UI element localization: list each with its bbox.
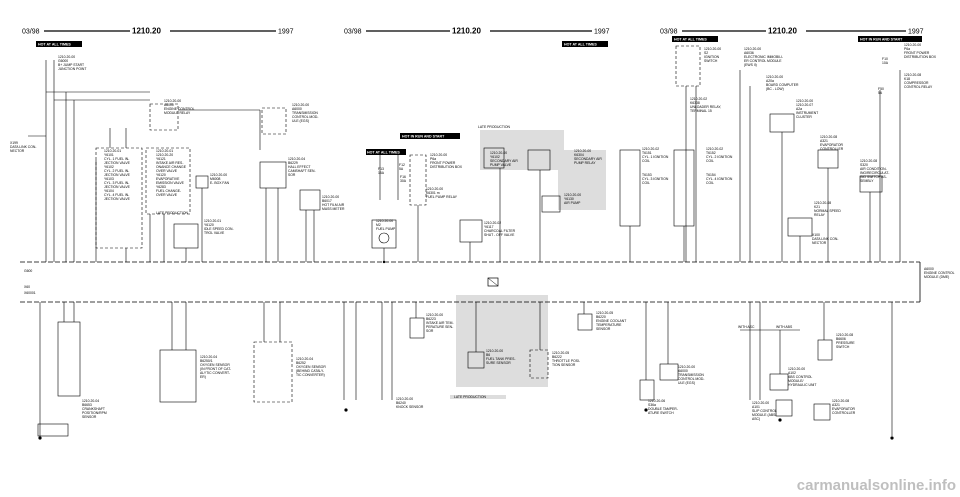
component-tamper-switch: 1210.20-06 S36a DOUBLE TAMPER- ATURE SWI… <box>648 399 679 415</box>
component-maf: 1210.20-00 B6017 HOT FILM AIR MASS METER <box>322 195 345 211</box>
fuse-f12: F12 5A <box>399 163 406 171</box>
component-tcm-top: 1210.20-00 A6000 TRANSMISSION CONTROL MO… <box>292 103 319 123</box>
component-ignition-coils-1-3: 1210.20-02 T6151 CYL. 1 IGNITION COIL T6… <box>642 147 669 185</box>
ground-symbols <box>38 260 894 440</box>
ground-icon <box>382 260 386 264</box>
production-note: LATE PRODUCTION <box>454 395 487 399</box>
component-power-box: 1210.20-00 P6a FRONT POWER DISTRIBUTION … <box>430 153 463 169</box>
component-fuel-pump: 1210.20-00 M2 FUEL PUMP <box>376 219 396 231</box>
component-ground-g100: G600 X60 X60001 <box>24 269 36 295</box>
component-knock-sensor: 1210.20-00 B6240 KNOCK SENSOR <box>396 397 424 409</box>
header-date: 03/98 <box>660 29 678 36</box>
component-idle-valve: 1210.20-01 Y6120 IDLE SPEED CON- TROL VA… <box>204 219 235 235</box>
component-resonance-valves: 1210.20-01 1210.20-20 Y6121 INTAKE AIR R… <box>156 149 187 197</box>
component-iat-sensor: 1210.20-00 B6223 INTAKE AIR TEM- PERATUR… <box>426 313 455 333</box>
component-secondary-air-valve: 1210.20-00 Y6102 SECONDARY AIR PUMP VALV… <box>490 151 519 167</box>
component-hall-sensor: 1210.20-04 B6229 HALL EFFECT CAMSHAFT SE… <box>288 157 317 177</box>
component-ignition-switch: 1210.20-00 S2 IGNITION SWITCH <box>704 47 722 63</box>
hot-label: HOT IN RUN AND START <box>860 37 903 41</box>
component-ac-switch: 1210.20-08 S320 AIR CONDITION- ING/RECIR… <box>860 159 890 183</box>
header-date: 03/98 <box>344 29 362 36</box>
component-ews: 1210.20-00 A6036 ELECTRONIC IMMOBILI- ER… <box>744 47 784 67</box>
component-ebox-fan: 1210.20-00 M6008 E- BOX FAN <box>210 173 230 185</box>
fuse-f50: F50 5A <box>878 87 885 95</box>
header-code: 1210.20 <box>768 27 797 36</box>
component-ignition-coils-2-4: 1210.20-02 T6152 CYL. 2 IGNITION COIL T6… <box>706 147 733 185</box>
component-fuel-injectors: 1210.20-01 Y6101 CYL. 1 FUEL IN- JECTION… <box>104 149 131 201</box>
ground-icon <box>344 408 348 412</box>
fuse-f10: F10 10A <box>882 57 889 65</box>
component-instrument-cluster: 1210.20-00 1210.20-07 A2a INSTRUMENT CLU… <box>796 99 819 119</box>
ground-icon <box>778 418 782 422</box>
fuse-f13: F13 15A <box>378 167 385 175</box>
component-junction: 1210.20-00 G6000 B+ JUMP START JUNCTION … <box>58 55 86 71</box>
hot-label: HOT AT ALL TIMES <box>564 42 597 46</box>
component-coolant-sensor: 1210.20-05 B6220 ENGINE COOLANT TEMPERAT… <box>596 311 627 331</box>
component-compressor-relay: 1210.20-08 K18 COMPRESSOR CONTROL RELAY <box>904 73 933 89</box>
component-secondary-air-relay: 1210.20-00 K6304 SECONDARY AIR PUMP RELA… <box>574 149 603 165</box>
fuse-f16: F16 30A <box>400 175 407 183</box>
hot-label: HOT AT ALL TIMES <box>38 42 71 46</box>
header-code: 1210.20 <box>452 27 481 36</box>
component-pressure-switch: 1210.20-08 B6606 PRESSURE SWITCH <box>836 333 856 349</box>
header-date: 03/98 <box>22 29 40 36</box>
shaded-areas <box>450 130 606 399</box>
component-fuel-pump-relay: 1210.20-00 K6301 m FUEL PUMP RELAY <box>426 187 458 199</box>
ground-icon <box>38 436 42 440</box>
component-x100: X100 DATA LINK CON- NECTOR <box>812 233 839 245</box>
component-dlc: X199 DATA LINK CON- NECTOR <box>10 141 37 153</box>
component-o2-front: 1210.20-04 B6250/1 OXYGEN SENSOR (IN FRO… <box>200 355 232 379</box>
component-o2-rear: 1210.20-04 B6252 OXYGEN SENSOR (BEHIND C… <box>296 357 327 377</box>
component-charcoal-valve: 1210.20-02 Y6117 CHARCOAL FILTER SHUT - … <box>484 221 516 237</box>
production-note: LATE PRODUCTION <box>156 211 189 215</box>
component-throttle-sensor: 1210.20-05 B6222 THROTTLE POSI- TION SEN… <box>552 351 581 367</box>
header-year: 1997 <box>908 29 924 36</box>
component-evaporator-controller-2: 1210.20-08 A321 EVAPORATOR CONTROLLER <box>832 399 856 415</box>
component-air-pump: 1210.20-00 Y6130 AIR PUMP <box>564 193 582 205</box>
component-evaporator-controller: 1210.20-08 A321 EVAPORATOR CONTROLLER <box>820 135 844 151</box>
component-power-box-2: 1210.20-00 P6a FRONT POWER DISTRIBUTION … <box>904 43 937 59</box>
note-with-asc: WITH ASC <box>738 325 755 329</box>
component-board-computer: 1210.20-00 A20a BOARD COMPUTER (BC - LOW… <box>766 75 799 91</box>
header-year: 1997 <box>278 29 294 36</box>
header-code: 1210.20 <box>132 27 161 36</box>
watermark: carmanualsonline.info <box>0 477 960 494</box>
component-tcm-bottom: 1210.20-00 A6000 TRANSMISSION CONTROL MO… <box>678 365 705 385</box>
ground-icon <box>890 436 894 440</box>
hot-label: HOT AT ALL TIMES <box>367 150 400 154</box>
note-with-abs: WITH ABS <box>776 325 793 329</box>
hot-label: HOT AT ALL TIMES <box>674 37 707 41</box>
component-fuel-tank-pressure: 1210.20-00 B6 FUEL TANK PRES- SURE SENSO… <box>486 349 516 365</box>
component-crankshaft-sensor: 1210.20-04 B6653 CRANKSHAFT POSITION/RPM… <box>82 399 108 419</box>
production-note: LATE PRODUCTION <box>478 125 511 129</box>
watermark-text: carmanualsonline.info <box>797 477 956 492</box>
wires <box>28 45 901 437</box>
component-abs-control: 1210.20-00 A102 ABS CONTROL MODULE/ HYDR… <box>788 367 816 387</box>
component-speed-relay: 1210.20-08 K21 NORMAL SPEED RELAY <box>814 201 842 217</box>
component-ecm-relay: 1210.20-00 A6000 ENGINE CONTROL MODULE R… <box>164 99 195 115</box>
component-ecm-main: A6000 ENGINE CONTROL MODULE (DME) <box>924 267 955 279</box>
component-slip-control: 1210.20-00 A101 SLIP CONTROL MODULE (ABS… <box>752 401 778 421</box>
component-labels: 1210.20-00 G6000 B+ JUMP START JUNCTION … <box>10 43 955 421</box>
hot-banners: HOT AT ALL TIMES HOT AT ALL TIMES HOT IN… <box>36 36 922 155</box>
header-year: 1997 <box>594 29 610 36</box>
ground-icon <box>644 408 648 412</box>
component-unloader-relay: 1210.20-02 K6338 UNLOADER RELAY, TERMINA… <box>690 97 722 113</box>
hot-label: HOT IN RUN AND START <box>402 134 445 138</box>
